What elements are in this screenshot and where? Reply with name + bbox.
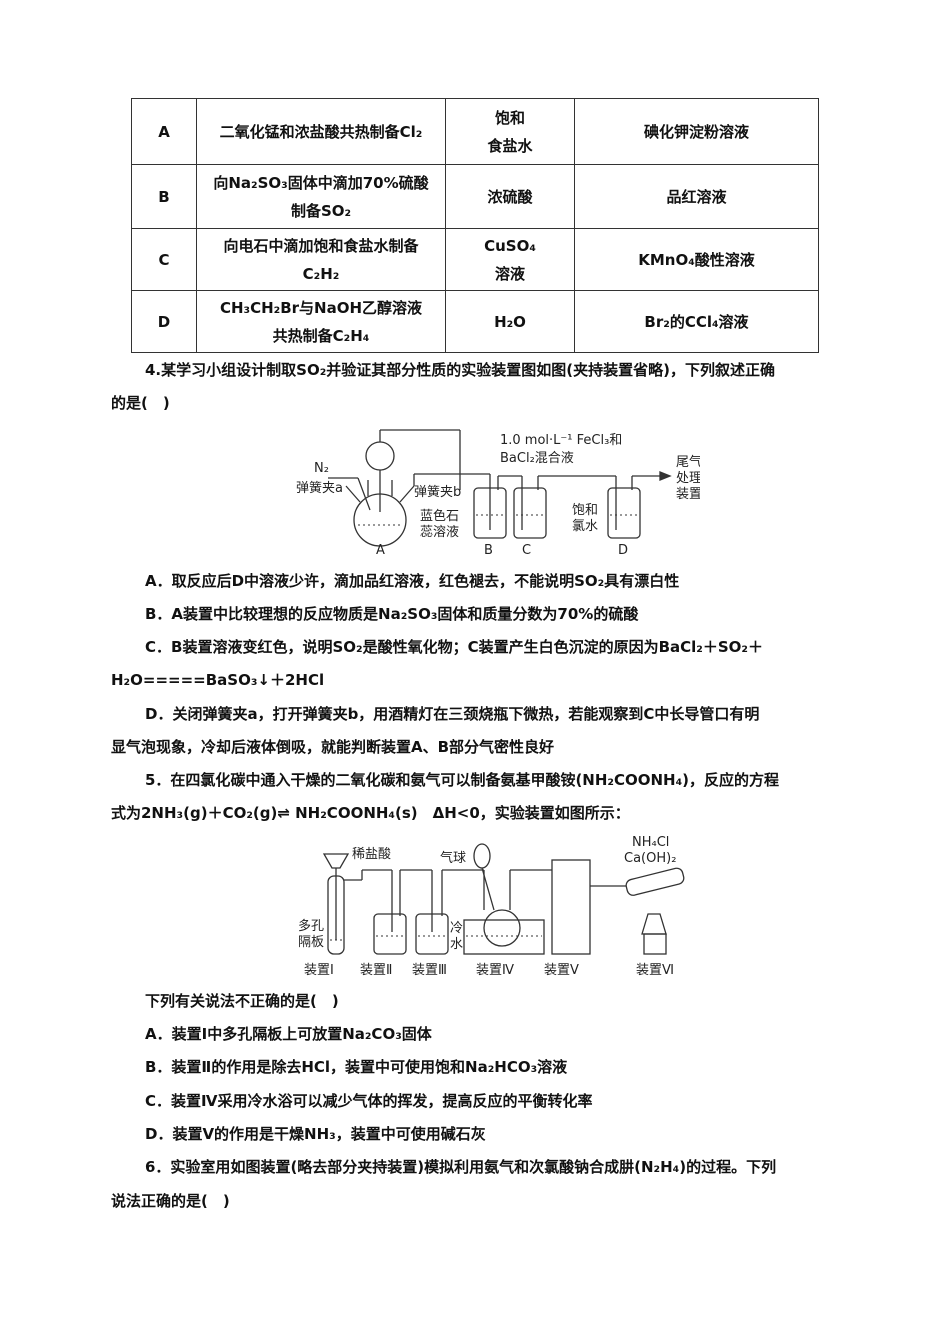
label-hcl: 稀盐酸 [352, 847, 391, 862]
q4-stem: 4.某学习小组设计制取SO₂并验证其部分性质的实验装置图如图(夹持装置省略)，下… [145, 361, 775, 379]
q5-stem-cont: 式为2NH₃(g)＋CO₂(g)⇌ NH₂COONH₄(s) ΔH<0，实验装置… [111, 804, 630, 822]
label-balloon: 气球 [440, 850, 466, 866]
q4-stem-cont: 的是( ) [111, 394, 170, 412]
prep-method: CH₃CH₂Br与NaOH乙醇溶液共热制备C₂H₄ [196, 290, 446, 353]
label-litmus-2: 蕊溶液 [420, 525, 459, 540]
label-n2: N₂ [314, 461, 329, 476]
q5-option-b: B．装置Ⅱ的作用是除去HCl，装置中可使用饱和Na₂HCO₃溶液 [145, 1058, 568, 1076]
label-fecl3: 1.0 mol·L⁻¹ FeCl₃和 [500, 433, 622, 448]
row-label: A [131, 98, 197, 165]
label-D: D [618, 543, 628, 558]
label-cl2-1: 饱和 [572, 503, 598, 518]
q5-stem: 5．在四氯化碳中通入干燥的二氧化碳和氨气可以制备氨基甲酸铵(NH₂COONH₄)… [145, 771, 780, 789]
reagent: 饱和食盐水 [445, 98, 575, 165]
label-porous-2: 隔板 [298, 935, 324, 950]
carbamate-apparatus-figure: 稀盐酸 气球 NH₄Cl Ca(OH)₂ 多孔 隔板 冷 水 装置Ⅰ 装置Ⅱ 装… [298, 835, 685, 978]
label-device-2: 装置Ⅱ [360, 963, 392, 978]
test-reagent: KMnO₄酸性溶液 [574, 228, 819, 291]
prep-method: 二氧化锰和浓盐酸共热制备Cl₂ [196, 98, 446, 165]
label-cold-1: 冷 [450, 921, 463, 936]
label-tail-3: 装置 [676, 487, 700, 502]
reagent: H₂O [445, 290, 575, 353]
label-device-5: 装置Ⅴ [544, 963, 579, 978]
label-B: B [484, 543, 493, 558]
q4-option-d-cont: 显气泡现象，冷却后液体倒吸，就能判断装置A、B部分气密性良好 [111, 738, 555, 756]
q6-stem-cont: 说法正确的是( ) [111, 1192, 230, 1210]
label-clip-a: 弹簧夹a [296, 480, 343, 496]
label-clip-b: 弹簧夹b [414, 484, 461, 500]
q5-option-a: A．装置Ⅰ中多孔隔板上可放置Na₂CO₃固体 [145, 1025, 432, 1043]
test-reagent: 品红溶液 [574, 164, 819, 229]
test-reagent: Br₂的CCl₄溶液 [574, 290, 819, 353]
q4-option-c: C．B装置溶液变红色，说明SO₂是酸性氧化物；C装置产生白色沉淀的原因为BaCl… [145, 638, 763, 656]
q4-option-a: A．取反应后D中溶液少许，滴加品红溶液，红色褪去，不能说明SO₂具有漂白性 [145, 572, 680, 590]
q4-option-b: B．A装置中比较理想的反应物质是Na₂SO₃固体和质量分数为70%的硫酸 [145, 605, 639, 623]
table-row: D CH₃CH₂Br与NaOH乙醇溶液共热制备C₂H₄ H₂O Br₂的CCl₄… [131, 290, 819, 353]
prep-method: 向Na₂SO₃固体中滴加70%硫酸制备SO₂ [196, 164, 446, 229]
label-C: C [522, 543, 531, 558]
label-cold-2: 水 [450, 937, 463, 952]
q5-option-d: D．装置Ⅴ的作用是干燥NH₃，装置中可使用碱石灰 [145, 1125, 486, 1143]
label-device-3: 装置Ⅲ [412, 963, 447, 978]
reagent: 浓硫酸 [445, 164, 575, 229]
label-tail-1: 尾气 [676, 454, 700, 470]
q4-option-c-cont: H₂O=====BaSO₃↓＋2HCl [111, 671, 325, 689]
test-reagent: 碘化钾淀粉溶液 [574, 98, 819, 165]
q5-ask: 下列有关说法不正确的是( ) [145, 992, 339, 1010]
table-row: A 二氧化锰和浓盐酸共热制备Cl₂ 饱和食盐水 碘化钾淀粉溶液 [131, 98, 819, 165]
table-row: B 向Na₂SO₃固体中滴加70%硫酸制备SO₂ 浓硫酸 品红溶液 [131, 164, 819, 229]
label-A: A [376, 543, 385, 558]
label-nh4cl: NH₄Cl [632, 835, 669, 850]
so2-apparatus-figure: N₂ 弹簧夹a 弹簧夹b 1.0 mol·L⁻¹ FeCl₃和 BaCl₂混合液… [296, 429, 700, 558]
q6-stem: 6．实验室用如图装置(略去部分夹持装置)模拟利用氨气和次氯酸钠合成肼(N₂H₄)… [145, 1158, 777, 1176]
label-bacl2: BaCl₂混合液 [500, 451, 574, 466]
label-litmus-1: 蓝色石 [420, 508, 459, 524]
q5-option-c: C．装置Ⅳ采用冷水浴可以减少气体的挥发，提高反应的平衡转化率 [145, 1092, 593, 1110]
label-device-6: 装置Ⅵ [636, 963, 674, 978]
label-caoh2: Ca(OH)₂ [624, 851, 676, 866]
label-device-4: 装置Ⅳ [476, 963, 514, 978]
label-tail-2: 处理 [676, 471, 700, 486]
label-porous-1: 多孔 [298, 918, 324, 934]
label-cl2-2: 氯水 [572, 519, 598, 534]
row-label: D [131, 290, 197, 353]
q4-option-d: D．关闭弹簧夹a，打开弹簧夹b，用酒精灯在三颈烧瓶下微热，若能观察到C中长导管口… [145, 705, 760, 723]
options-table: A 二氧化锰和浓盐酸共热制备Cl₂ 饱和食盐水 碘化钾淀粉溶液 B 向Na₂SO… [131, 98, 819, 353]
label-device-1: 装置Ⅰ [304, 963, 334, 978]
row-label: C [131, 228, 197, 291]
row-label: B [131, 164, 197, 229]
